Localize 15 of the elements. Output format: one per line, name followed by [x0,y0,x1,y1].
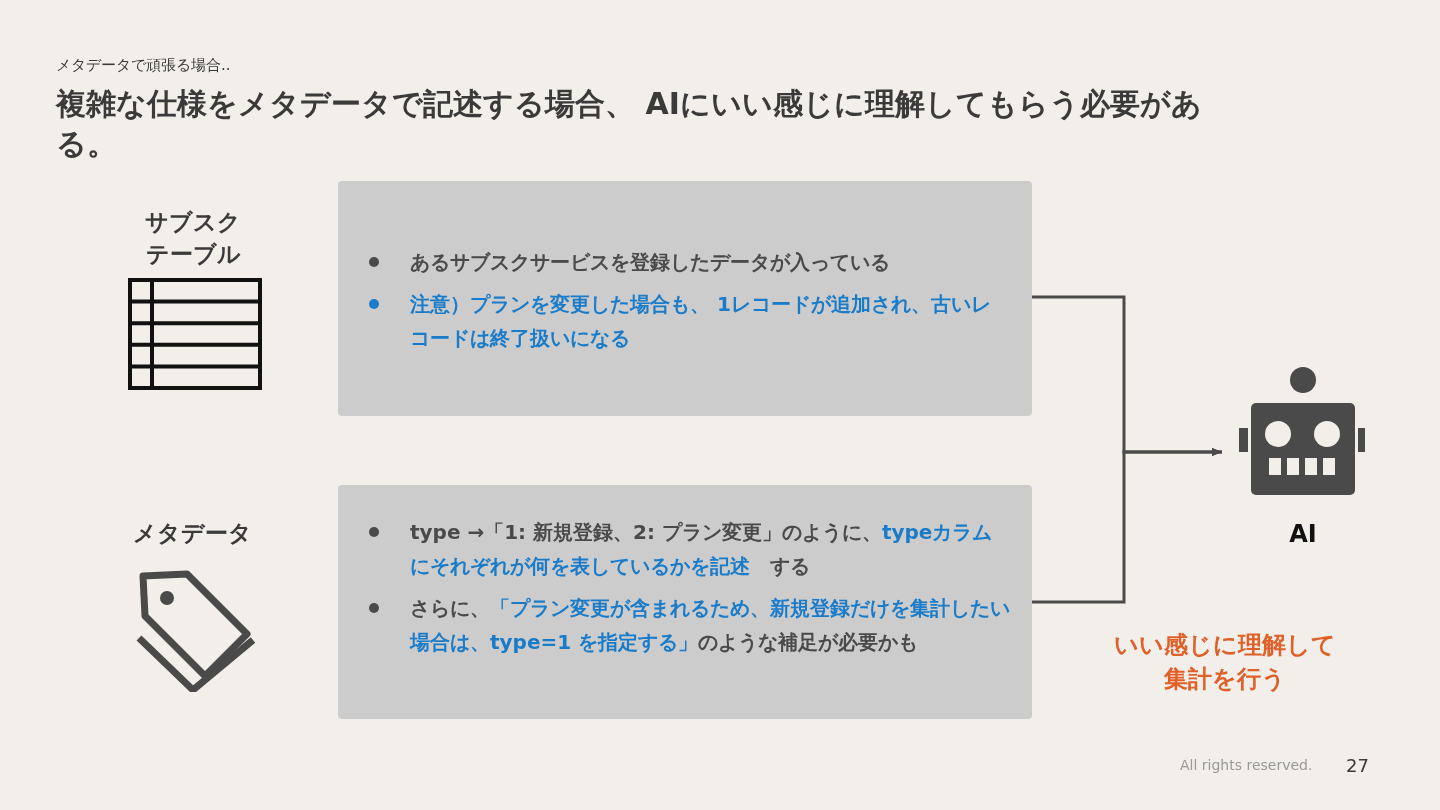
text-box [338,181,1032,416]
page-number: 27 [1346,755,1369,776]
bullet-text: 注意）プランを変更した場合も、 1レコードが追加され、古いレコードは終了扱いになる [410,291,992,352]
table-label: サブスクテーブル [145,208,241,269]
bullet-text: さらに、「プラン変更が含まれるため、新規登録だけを集計したい場合は、type=1 を指定する」のような補足が必要かも [410,595,1010,656]
slide-title: 複雑な仕様をメタデータで記述する場合、 AIにいい感じに理解してもらう必要がある。 [56,85,1203,163]
robot-caption: AI [1288,520,1318,548]
copyright-text: All rights reserved. [1180,757,1313,773]
bullet-text: type →「1: 新規登録、2: プラン変更」のように、typeカラムにそれぞれが何を表しているかを記述 する [410,519,994,580]
arrow [1032,448,1222,604]
note-text: いい感じに理解して集計を行う [1113,630,1337,695]
text-box [338,485,1032,719]
metadata-label: メタデータ [132,519,253,548]
subtitle: メタデータで頑張る場合.. [56,56,231,75]
bullet-text: あるサブスクサービスを登録したデータが入っている [410,249,891,276]
